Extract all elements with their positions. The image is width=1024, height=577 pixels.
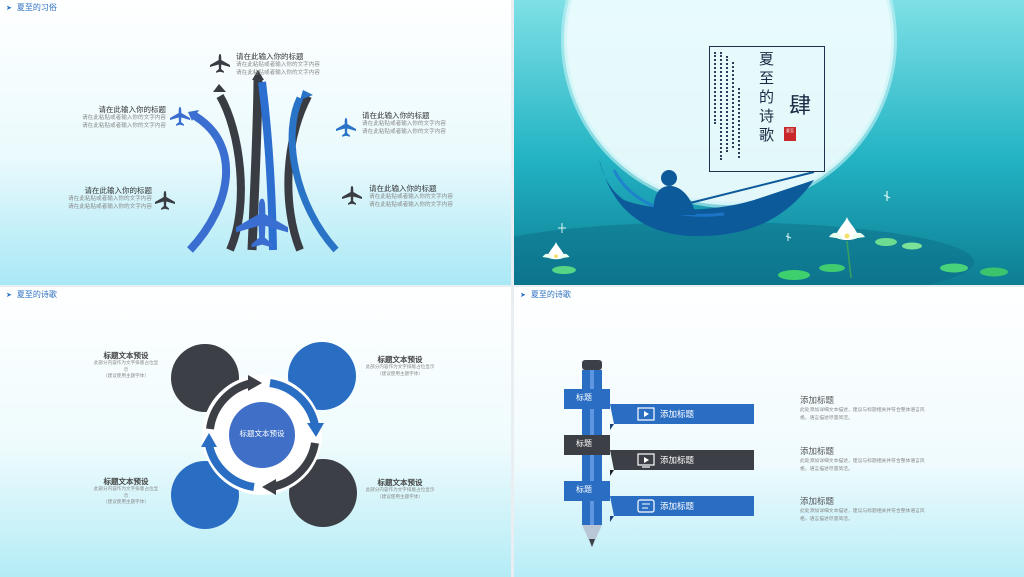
red-seal-stamp: 夏至	[784, 127, 796, 141]
tag-label: 标题	[576, 439, 592, 448]
center-label: 标题文本预设	[239, 429, 285, 438]
lily-pad	[552, 266, 576, 274]
pencil-tip	[582, 525, 602, 547]
arrow-head-icon	[213, 84, 226, 92]
monitor-icon	[637, 453, 655, 468]
lily-pad	[940, 263, 968, 273]
tag-label: 标题	[576, 393, 592, 402]
triangle-icon: ➤	[520, 291, 526, 299]
moon-shape	[564, 0, 894, 205]
play-video-icon	[637, 407, 655, 421]
dragonfly	[558, 223, 566, 233]
ribbon-label: 添加标题	[660, 502, 695, 512]
trail-blue-right	[288, 96, 339, 253]
dragonfly	[785, 233, 792, 241]
slide-poetry-pencil[interactable]: ➤夏至的诗歌 标题 标题	[514, 287, 1024, 577]
triangle-icon: ➤	[6, 291, 12, 299]
right-text-1: 添加标题 此处添加详细文本描述，建议与标题相关并符合整体语言风 格，语言描述尽量…	[800, 396, 925, 421]
cycle-arrow	[205, 444, 255, 491]
text-block-left-upper: 请在此输入你的标题 请在此粘贴或者输入你的文字内容 请在此粘贴或者输入你的文字内…	[82, 105, 166, 129]
cycle-arrow	[271, 442, 319, 491]
cycle-diagram	[171, 342, 357, 529]
airplane-icon	[336, 118, 356, 137]
slide-poetry-cover[interactable]: 夏 至 的 诗 歌 肆 夏至	[514, 0, 1024, 285]
right-text-3: 添加标题 此处添加详细文本描述，建议与标题相关并符合整体语言风 格，语言描述尽量…	[800, 497, 925, 522]
dragonfly	[883, 191, 891, 201]
arrow-head-icon	[300, 90, 313, 100]
airplane-icon	[170, 107, 190, 126]
title-frame	[709, 46, 825, 172]
text-block-top: 请在此输入你的标题 请在此粘贴或者输入你的文字内容 请在此粘贴或者输入你的文字内…	[236, 52, 320, 76]
arrow-head-icon	[248, 375, 262, 391]
slide-header: ➤夏至的习俗	[6, 3, 57, 12]
fisherman-head	[661, 170, 677, 186]
center-circle	[229, 402, 295, 468]
vertical-title: 夏 至 的 诗 歌	[759, 50, 775, 144]
cycle-text-top-right: 标题文本预设 此部分内容作为文字排版占位显示 （建议使用主题字体）	[365, 355, 435, 377]
right-text-2: 添加标题 此处添加详细文本描述，建议与标题相关并符合整体语言风 格，语言描述尽量…	[800, 447, 925, 472]
lotus-flower	[542, 242, 570, 260]
ribbon-3	[610, 496, 754, 516]
tag-2	[564, 435, 610, 455]
ribbon-label: 添加标题	[660, 410, 695, 420]
airplane-icon	[342, 186, 362, 205]
lily-pad	[819, 264, 845, 272]
cycle-text-bottom-right: 标题文本预设 此部分内容作为文字排版占位显示 （建议使用主题字体）	[365, 478, 435, 500]
trail-dark-left	[216, 93, 245, 252]
circle-bottom-right	[289, 459, 357, 527]
cycle-arrow	[206, 379, 254, 430]
trail-center-blue	[258, 81, 277, 251]
arrow-head-icon	[307, 423, 324, 437]
airplane-icon	[210, 54, 230, 73]
text-block-right-lower: 请在此输入你的标题 请在此粘贴或者输入你的文字内容 请在此粘贴或者输入你的文字内…	[369, 184, 453, 208]
lily-pad	[902, 242, 922, 250]
cycle-arrow	[269, 379, 319, 426]
trail-blue-left	[187, 112, 230, 253]
tag-1	[564, 389, 610, 409]
boat-scene-illustration	[514, 0, 1008, 285]
cycle-text-bottom-left: 标题文本预设 此部分内容作为文字排版占位显 示 （建议使用主题字体）	[93, 477, 159, 505]
triangle-icon: ➤	[6, 4, 12, 12]
boat-shape	[599, 158, 814, 237]
lily-pad	[980, 267, 1008, 277]
tag-label: 标题	[576, 485, 592, 494]
text-block-left-lower: 请在此输入你的标题 请在此粘贴或者输入你的文字内容 请在此粘贴或者输入你的文字内…	[68, 186, 152, 210]
text-block-right-upper: 请在此输入你的标题 请在此粘贴或者输入你的文字内容 请在此粘贴或者输入你的文字内…	[362, 111, 446, 135]
trail-dark-right	[284, 94, 312, 252]
lotus-flower	[829, 217, 865, 279]
ribbon-label: 添加标题	[660, 456, 695, 466]
lily-pad	[875, 238, 897, 246]
arrow-head-icon	[262, 479, 276, 495]
slide-customs[interactable]: ➤夏至的习俗 请在此输入你的标题 请在此粘贴或者输入你的文字内容 请在此粘贴或者…	[0, 0, 511, 285]
arrow-head-icon	[188, 110, 199, 121]
pencil-ribbon-diagram	[564, 360, 754, 547]
lily-pad	[778, 270, 810, 280]
airplane-paths-graphic	[155, 54, 362, 253]
circle-top-right	[288, 342, 356, 410]
fisherman-body	[653, 185, 696, 215]
chat-icon	[637, 499, 655, 513]
pencil-eraser	[582, 360, 602, 370]
ribbon-1	[610, 404, 754, 424]
section-number: 肆	[789, 94, 812, 119]
slide-header: ➤夏至的诗歌	[6, 290, 57, 299]
tag-3	[564, 481, 610, 501]
slide-header: ➤夏至的诗歌	[520, 290, 571, 299]
arrow-head-icon	[201, 433, 217, 447]
cycle-text-top-left: 标题文本预设 此部分内容作为文字排版占位显 示 （建议使用主题字体）	[93, 351, 159, 379]
arrow-head-icon	[252, 70, 264, 80]
poem-text-columns	[714, 52, 750, 164]
airplane-icon	[155, 191, 175, 210]
slide-poetry-cycle[interactable]: ➤夏至的诗歌 标题文本预设 标题文本预设 此部分内容作为文字排版占位显 示 （建…	[0, 287, 511, 577]
